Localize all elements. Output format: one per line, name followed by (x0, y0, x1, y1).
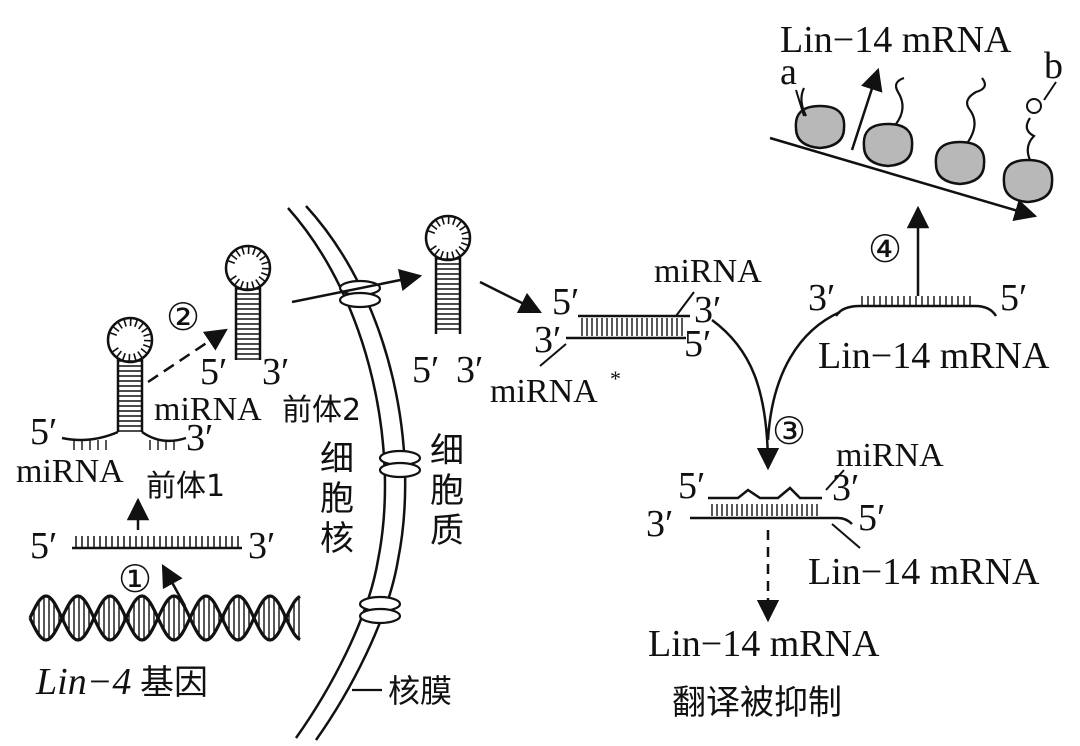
cytoplasm-char-1: 细 (430, 431, 464, 471)
duplex-bottom-3prime: 3′ (534, 319, 561, 361)
precursor2-hairpin (224, 244, 272, 360)
complex-top-3prime: 3′ (832, 467, 859, 509)
mrna1-5prime: 5′ (1000, 277, 1027, 319)
precursor1-5prime: 5′ (30, 411, 57, 453)
marker-a: a (780, 51, 797, 93)
complex-bottom-3prime: 3′ (646, 503, 673, 545)
precursor2-3prime: 3′ (262, 351, 289, 393)
duplex-bottom-5prime: 5′ (684, 323, 711, 365)
arrow-step1 (161, 564, 187, 607)
ribosome-icon (794, 104, 846, 150)
marker-b: b (1044, 45, 1063, 87)
ribosome-icon (934, 140, 986, 186)
complex-top-5prime: 5′ (678, 465, 705, 507)
step4-label: ④ (868, 229, 902, 271)
mrna1-3prime: 3′ (808, 277, 835, 319)
cytoplasm-hairpin (424, 214, 472, 334)
step1-label: ① (118, 559, 152, 601)
mirna-star-pointer (539, 343, 567, 367)
arrow-step2 (147, 328, 228, 384)
mirna-pointer (675, 291, 695, 317)
ribosome-icon (862, 122, 914, 168)
ribosome-group (794, 76, 1054, 204)
hp3-3prime: 3′ (456, 349, 483, 391)
ribosome-icon (1002, 158, 1054, 204)
cytoplasm-char-2: 胞 (430, 471, 464, 511)
marker-a-line (795, 89, 805, 117)
complex-mrna-pointer (831, 523, 861, 549)
mrna1-label: Lin−14 mRNA (818, 335, 1050, 377)
gene-suffix-label: 基因 (140, 663, 208, 703)
duplex-mirna-label: miRNA (654, 253, 762, 290)
complex-bottom-5prime: 5′ (858, 497, 885, 539)
precursor2-mirna: miRNA (154, 391, 262, 428)
complex-mirna-label: miRNA (836, 437, 944, 474)
step2-label: ② (166, 297, 200, 339)
cytoplasm-char-3: 质 (430, 511, 464, 551)
complex-mirna-pointer (825, 469, 845, 491)
transcript-3prime: 3′ (248, 525, 275, 567)
precursor1-3prime: 3′ (186, 417, 213, 459)
precursor2-5prime: 5′ (200, 351, 227, 393)
duplex-top-5prime: 5′ (552, 281, 579, 323)
dna-helix-icon (28, 594, 301, 642)
mirna-duplex (566, 314, 690, 340)
arrow-nuclear-export (291, 269, 423, 304)
nuclear-membrane-label: 核膜 (388, 672, 452, 710)
top-mrna-label: Lin−14 mRNA (780, 19, 1012, 61)
result-inhibited-label: 翻译被抑制 (672, 683, 842, 723)
marker-b-line (1043, 81, 1057, 101)
nucleus-char-3: 核 (320, 519, 354, 559)
hp3-5prime: 5′ (412, 349, 439, 391)
arrow-protein-up (850, 67, 883, 151)
translation-ribosomes (769, 136, 1038, 222)
lin14-mrna-strand (834, 296, 998, 317)
duplex-mirna-star-asterisk: * (610, 366, 621, 391)
precursor1-suffix: 前体1 (146, 469, 225, 504)
nucleus-char-2: 胞 (320, 479, 354, 519)
gene-label: Lin−4 (35, 661, 131, 703)
transcript-5prime: 5′ (30, 525, 57, 567)
nucleus-char-1: 细 (320, 439, 354, 479)
precursor1-hairpin (61, 316, 187, 450)
precursor2-suffix: 前体2 (282, 393, 361, 428)
complex-mrna-label: Lin−14 mRNA (808, 551, 1040, 593)
arrow-to-duplex (479, 280, 543, 314)
converge-curve-right (766, 310, 841, 441)
mirna-gene-transcript (72, 536, 242, 550)
result-mrna-label: Lin−14 mRNA (648, 623, 880, 665)
mirna-mrna-complex (690, 486, 853, 525)
duplex-mirna-star-label: miRNA (490, 373, 598, 410)
precursor1-mirna: miRNA (16, 453, 124, 490)
nuclear-membrane (287, 205, 422, 741)
duplex-top-3prime: 3′ (694, 289, 721, 331)
step3-label: ③ (772, 411, 806, 453)
converge-curve-left (711, 318, 780, 471)
